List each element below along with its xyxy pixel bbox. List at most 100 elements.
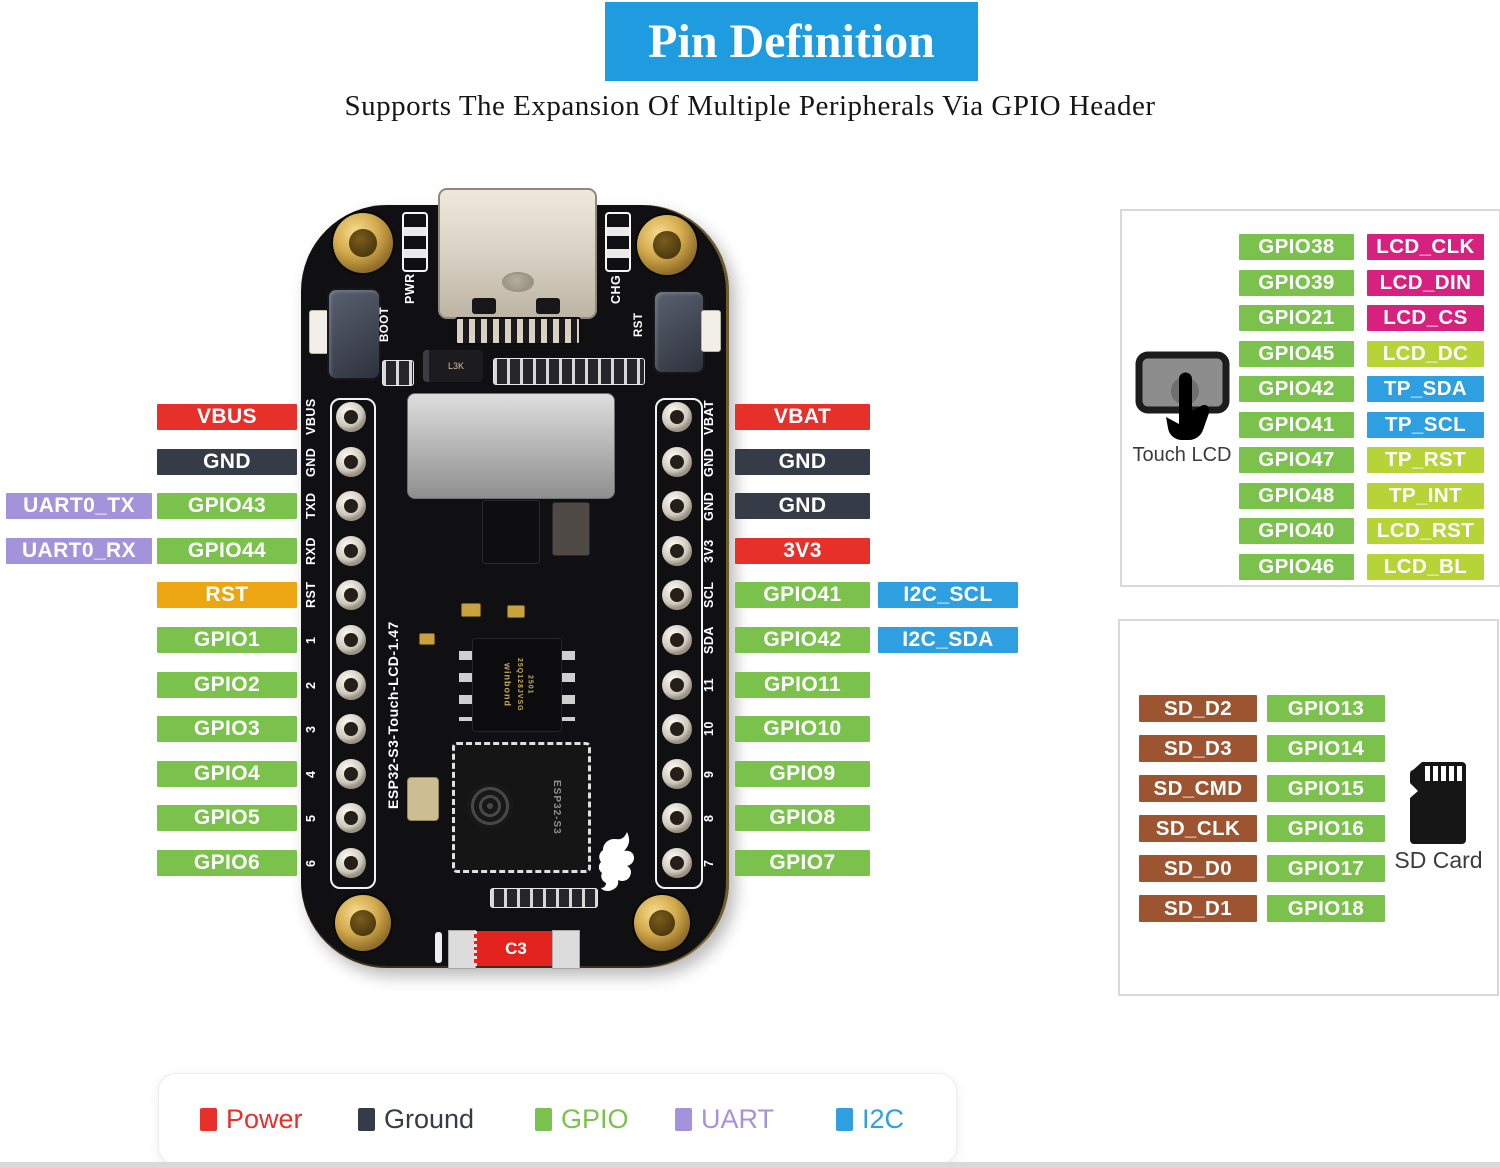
- mems-mic: [552, 502, 590, 556]
- touch-signal-8: LCD_RST: [1367, 518, 1484, 544]
- pin-label-gpio42: GPIO42: [735, 627, 870, 653]
- pin-alt-i2c-scl: I2C_SCL: [878, 582, 1018, 608]
- silk-right-10: 7: [702, 859, 716, 867]
- boot-button: [327, 288, 381, 380]
- touch-lcd-icon: [1135, 347, 1230, 452]
- sd-signal-4: SD_D0: [1139, 855, 1257, 882]
- power-swatch-icon: [200, 1107, 217, 1131]
- charger-ic: [482, 500, 540, 564]
- pin-hole: [336, 447, 366, 477]
- chg-led: [605, 212, 631, 272]
- pin-hole: [336, 759, 366, 789]
- pin-label-gnd-right-2: GND: [735, 493, 870, 519]
- flash-lot-text: 2501: [524, 665, 535, 705]
- pin-label-gpio5: GPIO5: [157, 805, 297, 831]
- dev-board: PWR CHG BOOT RST L3K winbond 25Q128JVSG: [301, 188, 729, 969]
- pin-hole: [662, 848, 692, 878]
- touch-signal-7: TP_INT: [1367, 483, 1484, 509]
- pin-label-gpio7: GPIO7: [735, 850, 870, 876]
- ground-swatch-icon: [358, 1107, 375, 1131]
- c3-pad-left: [448, 930, 476, 969]
- pin-label-gpio3: GPIO3: [157, 716, 297, 742]
- right-header-outline: [655, 398, 703, 889]
- usb-notch-left: [472, 298, 496, 314]
- usb-dimple: [502, 272, 534, 292]
- pin-label-gpio43: GPIO43: [157, 493, 297, 519]
- pin-label-gpio9: GPIO9: [735, 761, 870, 787]
- pin-alt-i2c-sda: I2C_SDA: [878, 627, 1018, 653]
- gpio-swatch-icon: [535, 1107, 552, 1131]
- pads-row: [493, 358, 645, 385]
- boot-silkscreen: BOOT: [379, 306, 391, 342]
- pin-label-gpio44: GPIO44: [157, 538, 297, 564]
- pin-label-gpio1: GPIO1: [157, 627, 297, 653]
- c3-pad-right: [552, 930, 580, 969]
- touch-gpio-6: GPIO47: [1239, 447, 1354, 473]
- soc-label: ESP32-S3: [551, 779, 562, 835]
- flash-part: 25Q128JVSG: [515, 658, 523, 712]
- sd-signal-3: SD_CLK: [1139, 815, 1257, 842]
- legend-item-power: Power: [200, 1074, 303, 1164]
- pin-hole: [662, 536, 692, 566]
- crystal-oscillator: [407, 777, 439, 821]
- esp32-s3-chip: ESP32-S3: [452, 742, 591, 873]
- pin-hole: [336, 580, 366, 610]
- waveshare-logo-icon: [597, 830, 639, 892]
- touch-lcd-caption: Touch LCD: [1132, 444, 1232, 466]
- sd-signal-0: SD_D2: [1139, 695, 1257, 722]
- pin-hole: [336, 491, 366, 521]
- c3-component: C3: [474, 931, 558, 966]
- capacitor: [419, 633, 435, 645]
- sd-card-panel: SD_D2 GPIO13 SD_D3 GPIO14 SD_CMD GPIO15 …: [1118, 619, 1499, 996]
- legend-item-i2c: I2C: [836, 1074, 904, 1164]
- sd-gpio-4: GPIO17: [1267, 855, 1385, 882]
- sd-card-icon: [1409, 761, 1467, 845]
- legend-item-uart: UART: [675, 1074, 774, 1164]
- boot-button-tab: [309, 310, 329, 354]
- sd-gpio-1: GPIO14: [1267, 735, 1385, 762]
- pin-hole: [336, 670, 366, 700]
- pin-hole: [336, 848, 366, 878]
- pin-hole: [662, 580, 692, 610]
- legend-label-ground: Ground: [384, 1103, 475, 1134]
- pin-label-gpio6: GPIO6: [157, 850, 297, 876]
- flash-chip: winbond 25Q128JVSG 2501: [459, 638, 575, 732]
- usb-solder-pins: [455, 317, 581, 345]
- pwr-led: [402, 212, 428, 272]
- silk-left-10: 6: [304, 859, 318, 867]
- touch-signal-5: TP_SCL: [1367, 412, 1484, 438]
- touch-gpio-1: GPIO39: [1239, 270, 1354, 296]
- legend-item-ground: Ground: [358, 1074, 474, 1164]
- flash-lot: 2501: [526, 675, 534, 695]
- pin-label-gpio8: GPIO8: [735, 805, 870, 831]
- pin-hole: [662, 670, 692, 700]
- flash-part-text: 25Q128JVSG: [513, 643, 524, 727]
- sd-gpio-2: GPIO15: [1267, 775, 1385, 802]
- legend-item-gpio: GPIO: [535, 1074, 629, 1164]
- pin-hole: [336, 625, 366, 655]
- sd-gpio-0: GPIO13: [1267, 695, 1385, 722]
- flash-brand: winbond: [502, 663, 513, 707]
- left-header-outline: [330, 398, 376, 889]
- pin-label-gpio41: GPIO41: [735, 582, 870, 608]
- pin-label-rst: RST: [157, 582, 297, 608]
- pin-label-vbat: VBAT: [735, 404, 870, 430]
- touch-signal-6: TP_RST: [1367, 447, 1484, 473]
- pad-pair: [382, 360, 414, 386]
- pin-hole: [336, 536, 366, 566]
- touch-gpio-2: GPIO21: [1239, 305, 1354, 331]
- pin-alt-uart0-rx: UART0_RX: [6, 538, 152, 564]
- legend-label-power: Power: [226, 1103, 303, 1134]
- pin-label-gpio10: GPIO10: [735, 716, 870, 742]
- pin-hole: [662, 714, 692, 744]
- usb-c-port: [438, 188, 597, 319]
- touch-gpio-7: GPIO48: [1239, 483, 1354, 509]
- pin-label-gpio4: GPIO4: [157, 761, 297, 787]
- flash-chip-text: winbond: [500, 645, 514, 725]
- touch-gpio-4: GPIO42: [1239, 376, 1354, 402]
- page-title: Pin Definition: [605, 2, 978, 81]
- pin-label-3v3: 3V3: [735, 538, 870, 564]
- capacitor: [461, 603, 481, 617]
- screw-top-left: [333, 213, 393, 273]
